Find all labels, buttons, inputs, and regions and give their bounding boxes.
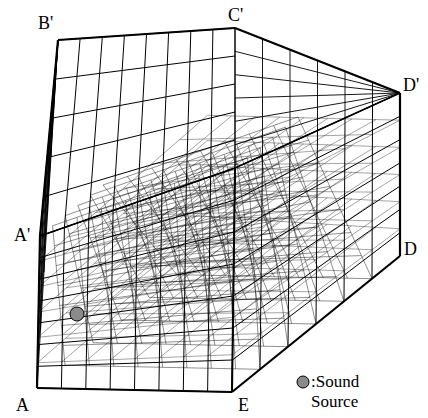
grid-line (232, 168, 235, 392)
grid-line (344, 118, 345, 301)
grid-line (138, 34, 147, 202)
grid-line (233, 186, 400, 296)
grid-line (89, 37, 103, 219)
grid-line (232, 256, 400, 392)
grid-line (40, 168, 235, 236)
legend-text: :Sound Source (311, 372, 369, 411)
grid-line (37, 236, 40, 388)
grid-line (37, 40, 58, 366)
vertex-label: C' (228, 6, 243, 24)
grid-line (40, 168, 235, 236)
grid-line (235, 93, 400, 98)
grid-line (234, 163, 400, 264)
grid-line (178, 216, 372, 221)
grid-line (162, 33, 169, 194)
grid-line (65, 365, 260, 369)
grid-line (235, 28, 400, 93)
grid-line (208, 115, 401, 120)
grid-line (39, 264, 234, 301)
grid-line (211, 30, 213, 177)
grid-line (235, 93, 400, 121)
grid-line (40, 40, 58, 236)
vertex-label: D' (403, 76, 419, 94)
grid-line (58, 28, 235, 40)
grid-line (37, 388, 232, 392)
grid-line (37, 360, 232, 366)
grid-line (208, 177, 211, 392)
grid-line (372, 106, 374, 279)
grid-line (86, 219, 89, 389)
vertex-label: D (404, 240, 417, 258)
vertex-label: A' (14, 226, 30, 244)
grid-line (232, 233, 400, 360)
grid-line (235, 93, 400, 168)
grid-line (93, 343, 288, 347)
grid-line (121, 320, 316, 324)
grid-line (40, 168, 235, 236)
grid-line (150, 240, 344, 241)
vertex-label: A (16, 396, 29, 414)
sound-source-dot (70, 307, 84, 321)
grid-line (37, 40, 58, 388)
grid-line (135, 202, 138, 390)
grid-line (38, 328, 233, 345)
grid-line (61, 228, 64, 389)
vertex-label: E (238, 396, 249, 414)
grid-line (235, 93, 400, 145)
grid-line (68, 191, 263, 237)
grid-line (186, 31, 191, 185)
grid-line (64, 39, 80, 228)
grid-line (39, 232, 234, 279)
grid-line (38, 296, 233, 323)
grid-line (113, 36, 124, 211)
grid-line (234, 140, 400, 232)
grid-line (40, 40, 58, 236)
grid-line (399, 93, 401, 256)
grid-line (37, 388, 232, 392)
grid-line (235, 51, 400, 93)
grid-line (94, 313, 289, 314)
grid-line (124, 163, 318, 189)
grid-line (233, 209, 400, 328)
vertex-label: B' (38, 14, 53, 32)
grid-line (37, 236, 40, 388)
grid-line (235, 28, 400, 93)
grid-line (47, 112, 235, 158)
grid-line (67, 262, 262, 287)
grid-line (37, 236, 40, 388)
grid-line (58, 28, 235, 40)
grid-line (183, 185, 186, 391)
grid-line (40, 200, 235, 258)
grid-line (180, 134, 373, 139)
grid-line (235, 93, 400, 168)
grid-line (159, 194, 162, 391)
grid-line (400, 93, 401, 256)
grid-line (38, 40, 58, 345)
grid-line (110, 211, 113, 390)
grid-lines (37, 28, 400, 392)
grid-line (40, 40, 58, 236)
grid-line (54, 56, 235, 79)
grid-line (51, 84, 235, 118)
grid-line (95, 211, 289, 238)
legend-dot (297, 376, 309, 388)
grid-line (44, 140, 235, 197)
grid-line (232, 256, 400, 392)
